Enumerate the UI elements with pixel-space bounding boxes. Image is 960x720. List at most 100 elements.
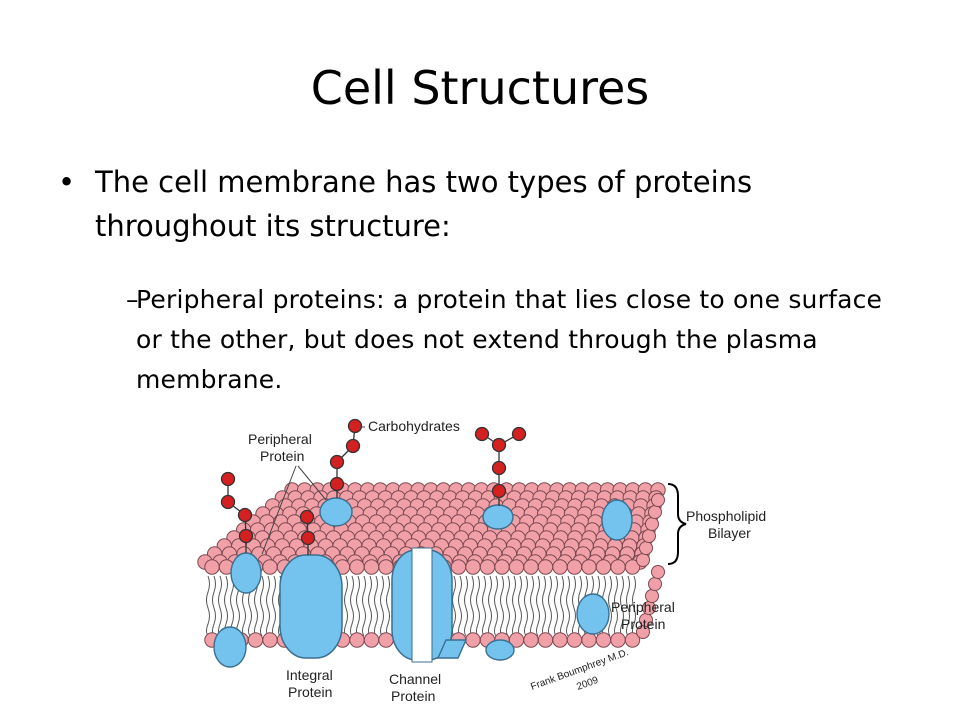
lipid-head: [651, 493, 665, 507]
lipid-tail: [476, 575, 480, 637]
slide-title: Cell Structures: [310, 61, 650, 115]
lipid-tail: [566, 575, 570, 637]
sub-bullet-text: Peripheral proteins: a protein that lies…: [136, 285, 883, 394]
lipid-tail: [620, 575, 624, 637]
lipid-head: [624, 632, 641, 648]
lipid-tail: [626, 575, 630, 637]
lipid-tail: [386, 575, 390, 637]
lipid-tail: [206, 575, 210, 637]
lipid-tail: [554, 575, 558, 637]
lipid-tail: [266, 575, 270, 637]
lipid-head: [523, 559, 539, 575]
lipid-head: [247, 632, 264, 648]
peripheral-protein-bottom-mid: [485, 639, 515, 661]
lipid-tail: [452, 575, 456, 637]
carbohydrate-chains: [220, 418, 527, 555]
lipid-tail: [212, 575, 216, 637]
lipid-head: [651, 565, 665, 579]
lipid-head: [479, 559, 496, 575]
channel-protein: [391, 547, 453, 663]
lipid-head: [645, 517, 659, 531]
label-carbohydrates: Carbohydrates: [368, 418, 460, 434]
lipid-head: [610, 559, 626, 575]
lipid-tail: [488, 575, 492, 637]
lipid-head: [349, 632, 365, 648]
label-peripheral-top-line1: Peripheral: [248, 431, 312, 447]
lipid-head: [378, 559, 394, 575]
lipid-tail: [218, 575, 222, 637]
lipid-tail: [500, 575, 504, 637]
lipid-tail: [506, 575, 510, 637]
lipid-head: [595, 559, 612, 575]
lipid-tail: [560, 575, 564, 637]
label-peripheral-right-line2: Protein: [621, 616, 665, 632]
peripheral-protein-right: [601, 499, 633, 541]
lipid-heads-side: [636, 493, 665, 639]
label-peripheral-right-line1: Peripheral: [611, 599, 675, 615]
lipid-head: [465, 632, 481, 648]
lipid-head: [523, 632, 539, 648]
label-channel-line2: Protein: [391, 688, 435, 704]
lipid-head: [537, 559, 554, 575]
lipid-head: [262, 632, 278, 648]
label-phospholipid-line1: Phospholipid: [686, 508, 766, 524]
lipid-head: [537, 632, 554, 648]
main-bullet-text: The cell membrane has two types of prote…: [95, 165, 753, 243]
credit-text-line2: 2009: [575, 675, 600, 693]
label-channel-line1: Channel: [389, 671, 441, 687]
peripheral-protein-bottom-right: [576, 593, 610, 635]
lipid-heads-top: [197, 482, 666, 570]
lipid-head: [552, 559, 568, 575]
lipid-head: [581, 559, 597, 575]
lipid-tail: [530, 575, 534, 637]
lipid-head: [204, 559, 220, 575]
label-integral-line1: Integral: [286, 667, 333, 683]
lipid-tail: [632, 575, 636, 637]
lipid-tail: [362, 575, 366, 637]
lipid-head: [450, 559, 467, 575]
lipid-tail: [614, 575, 618, 637]
lipid-tail: [494, 575, 498, 637]
lipid-tail: [536, 575, 540, 637]
integral-protein: [279, 554, 343, 659]
lipid-head: [508, 559, 525, 575]
lipid-tail: [368, 575, 372, 637]
lipid-head: [378, 632, 394, 648]
peripheral-protein-bottom-left: [213, 626, 247, 668]
lipid-head: [595, 632, 612, 648]
lipid-head: [262, 559, 278, 575]
lipid-tail: [272, 575, 276, 637]
lipid-tail: [518, 575, 522, 637]
peripheral-protein-top-1: [319, 497, 353, 527]
lipid-head: [363, 632, 380, 648]
lipid-tail: [482, 575, 486, 637]
label-integral-line2: Protein: [288, 684, 332, 700]
lipid-head: [363, 559, 380, 575]
lipid-tail: [470, 575, 474, 637]
lipid-head: [610, 632, 626, 648]
lipid-head: [494, 559, 510, 575]
lipid-head: [642, 529, 656, 543]
peripheral-protein-top-2: [482, 504, 514, 530]
label-phospholipid-line2: Bilayer: [708, 525, 751, 541]
lipid-tail: [356, 575, 360, 637]
lipid-tail: [464, 575, 468, 637]
lipid-tail: [380, 575, 384, 637]
protein-fragment: [436, 639, 468, 659]
lipid-tail: [512, 575, 516, 637]
sub-bullet: – Peripheral proteins: a protein that li…: [98, 280, 908, 400]
lipid-head: [639, 541, 653, 555]
lipid-head: [566, 632, 583, 648]
bullet-marker: •: [58, 165, 76, 199]
lipid-head: [566, 559, 583, 575]
peripheral-protein-left: [230, 552, 262, 594]
lipid-head: [552, 632, 568, 648]
lipid-tail: [350, 575, 354, 637]
lipid-tail: [260, 575, 264, 637]
bilayer-bracket: [667, 483, 687, 565]
lipid-tail: [524, 575, 528, 637]
lipid-tail: [374, 575, 378, 637]
lipid-tail: [344, 575, 348, 637]
lipid-head: [624, 559, 641, 575]
